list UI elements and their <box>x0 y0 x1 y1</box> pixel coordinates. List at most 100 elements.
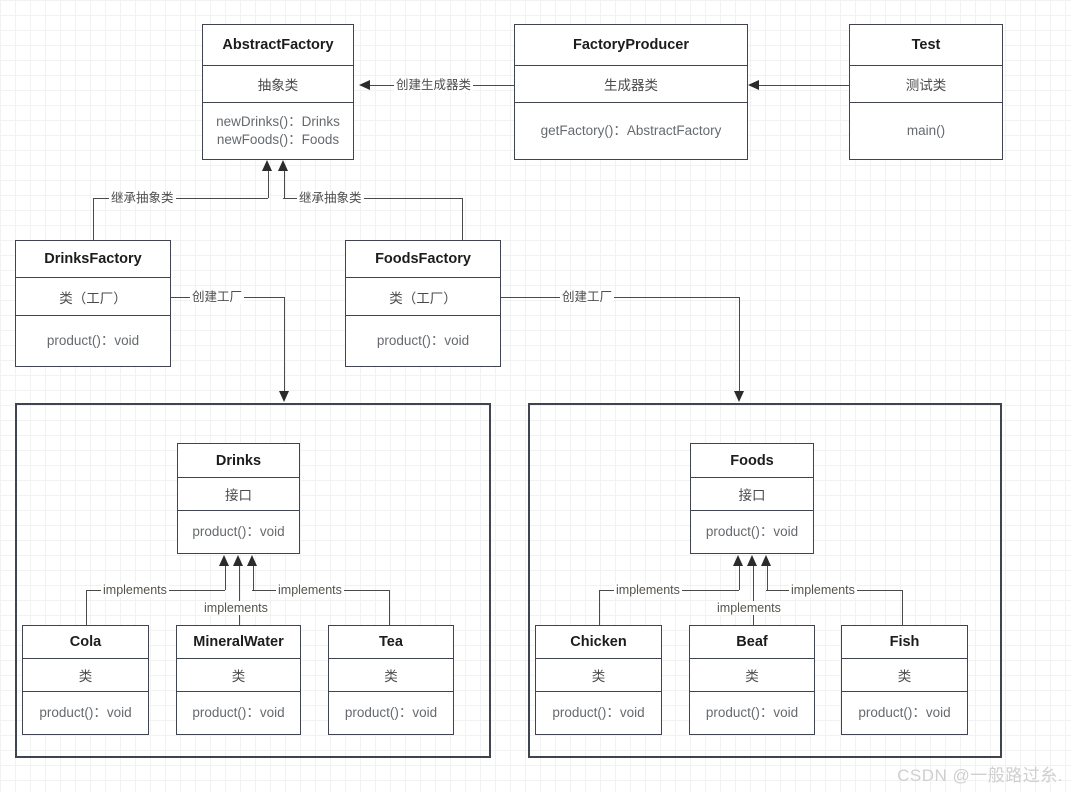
edge-mineralwater-implements-v <box>238 566 240 626</box>
class-stereotype-beaf: 类 <box>690 659 814 692</box>
operation-item: newFoods()：Foods <box>216 132 340 147</box>
edge-tea-implements-v1 <box>252 566 254 590</box>
arrow-cola-implements <box>219 555 229 566</box>
class-operations-fish: product()：void <box>842 692 967 734</box>
edge-drinksfactory-inherits-v2 <box>93 198 94 241</box>
class-name-test: Test <box>850 25 1002 66</box>
class-box-tea[interactable]: Tea 类 product()：void <box>328 625 454 735</box>
class-stereotype-factory-producer: 生成器类 <box>515 66 747 103</box>
class-stereotype-chicken: 类 <box>536 659 661 692</box>
class-stereotype-tea: 类 <box>329 659 453 692</box>
class-operations-foods-factory: product()：void <box>346 316 500 366</box>
class-stereotype-drinks-factory: 类（工厂） <box>16 278 170 316</box>
class-name-tea: Tea <box>329 626 453 659</box>
class-name-cola: Cola <box>23 626 148 659</box>
edge-label-chicken-implements: implements <box>614 583 682 597</box>
edge-label-foodsfactory-creates: 创建工厂 <box>560 290 615 304</box>
class-name-fish: Fish <box>842 626 967 659</box>
class-operations-cola: product()：void <box>23 692 148 734</box>
class-name-beaf: Beaf <box>690 626 814 659</box>
edge-label-beaf-implements: implements <box>715 601 783 615</box>
edge-drinksfactory-inherits-v1 <box>267 171 269 198</box>
class-box-foods-factory[interactable]: FoodsFactory 类（工厂） product()：void <box>345 240 501 367</box>
class-stereotype-fish: 类 <box>842 659 967 692</box>
edge-foodsfactory-creates-h <box>500 297 740 298</box>
edge-label-drinksfactory-creates: 创建工厂 <box>190 290 245 304</box>
edge-label-foodsfactory-inherits: 继承抽象类 <box>297 191 364 205</box>
class-name-abstract-factory: AbstractFactory <box>203 25 353 66</box>
operation-item: product()：void <box>39 704 132 720</box>
edge-foodsfactory-inherits-v2 <box>462 198 463 241</box>
edge-fish-implements-v2 <box>902 590 903 626</box>
class-operations-chicken: product()：void <box>536 692 661 734</box>
edge-cola-implements-v2 <box>86 590 87 626</box>
operation-item: product()：void <box>46 332 140 348</box>
edge-label-fish-implements: implements <box>789 583 857 597</box>
class-box-fish[interactable]: Fish 类 product()：void <box>841 625 968 735</box>
arrow-foodsfactory-inherits <box>278 160 288 171</box>
class-box-abstract-factory[interactable]: AbstractFactory 抽象类 newDrinks()：Drinks n… <box>202 24 354 160</box>
class-operations-tea: product()：void <box>329 692 453 734</box>
operation-item: newDrinks()：Drinks <box>216 113 340 129</box>
edge-label-drinksfactory-inherits: 继承抽象类 <box>109 191 176 205</box>
class-box-mineral-water[interactable]: MineralWater 类 product()：void <box>176 625 301 735</box>
operation-item: main() <box>906 122 946 138</box>
arrow-test-to-producer <box>748 79 759 90</box>
arrow-foodsfactory-creates <box>734 391 744 402</box>
class-operations-abstract-factory: newDrinks()：Drinks newFoods()：Foods <box>203 103 353 159</box>
class-box-cola[interactable]: Cola 类 product()：void <box>22 625 149 735</box>
operation-item: getFactory()：AbstractFactory <box>540 122 722 138</box>
edge-label-cola-implements: implements <box>101 583 169 597</box>
class-stereotype-abstract-factory: 抽象类 <box>203 66 353 103</box>
edge-chicken-implements-v1 <box>738 566 740 590</box>
class-box-drinks[interactable]: Drinks 接口 product()：void <box>177 443 300 554</box>
edge-test-to-producer <box>757 85 849 86</box>
arrow-mineralwater-implements <box>233 555 243 566</box>
operation-item: product()：void <box>192 523 285 539</box>
arrow-producer-to-abstract <box>359 79 370 90</box>
class-box-test[interactable]: Test 测试类 main() <box>849 24 1003 160</box>
class-name-foods: Foods <box>691 444 813 478</box>
operation-item: product()：void <box>705 523 799 539</box>
edge-foodsfactory-creates-v <box>739 297 740 391</box>
class-name-drinks-factory: DrinksFactory <box>16 241 170 278</box>
arrow-beaf-implements <box>747 555 757 566</box>
class-name-foods-factory: FoodsFactory <box>346 241 500 278</box>
class-operations-test: main() <box>850 103 1002 159</box>
arrow-drinksfactory-inherits <box>262 160 272 171</box>
class-box-chicken[interactable]: Chicken 类 product()：void <box>535 625 662 735</box>
class-stereotype-foods: 接口 <box>691 478 813 511</box>
edge-label-tea-implements: implements <box>276 583 344 597</box>
edge-fish-implements-v1 <box>766 566 768 590</box>
edge-label-producer-to-abstract: 创建生成器类 <box>394 78 474 92</box>
class-box-beaf[interactable]: Beaf 类 product()：void <box>689 625 815 735</box>
class-name-mineral-water: MineralWater <box>177 626 300 659</box>
class-operations-beaf: product()：void <box>690 692 814 734</box>
class-box-factory-producer[interactable]: FactoryProducer 生成器类 getFactory()：Abstra… <box>514 24 748 160</box>
class-stereotype-foods-factory: 类（工厂） <box>346 278 500 316</box>
class-name-drinks: Drinks <box>178 444 299 478</box>
operation-item: product()：void <box>858 704 951 720</box>
edge-cola-implements-v1 <box>224 566 226 590</box>
drinks-group-container <box>15 403 491 758</box>
arrow-chicken-implements <box>733 555 743 566</box>
class-box-foods[interactable]: Foods 接口 product()：void <box>690 443 814 554</box>
class-stereotype-mineral-water: 类 <box>177 659 300 692</box>
class-name-chicken: Chicken <box>536 626 661 659</box>
arrow-tea-implements <box>247 555 257 566</box>
arrow-fish-implements <box>761 555 771 566</box>
edge-chicken-implements-v2 <box>599 590 600 626</box>
class-operations-mineral-water: product()：void <box>177 692 300 734</box>
class-operations-factory-producer: getFactory()：AbstractFactory <box>515 103 747 159</box>
edge-tea-implements-v2 <box>389 590 390 626</box>
csdn-watermark: CSDN @一般路过糸. <box>897 766 1063 785</box>
edge-foodsfactory-inherits-v1 <box>283 171 285 198</box>
class-box-drinks-factory[interactable]: DrinksFactory 类（工厂） product()：void <box>15 240 171 367</box>
edge-label-mineralwater-implements: implements <box>202 601 270 615</box>
class-operations-foods: product()：void <box>691 511 813 553</box>
edge-beaf-implements-v <box>752 566 754 626</box>
arrow-drinksfactory-creates <box>279 391 289 402</box>
operation-item: product()：void <box>376 332 470 348</box>
class-stereotype-cola: 类 <box>23 659 148 692</box>
